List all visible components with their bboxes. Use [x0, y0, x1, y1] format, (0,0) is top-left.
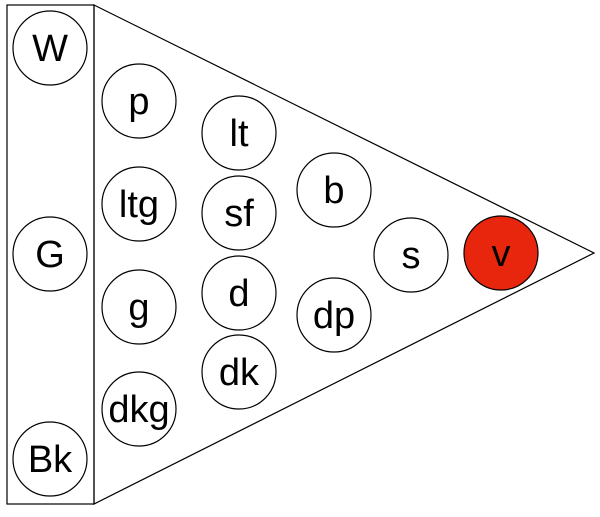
node-dp: dp — [296, 277, 372, 353]
node-label: g — [128, 287, 149, 329]
node-label: G — [35, 234, 65, 276]
node-circle — [373, 217, 449, 293]
node-circle — [101, 269, 177, 345]
nodes-layer: W G Bk p ltg g dkg lt sf d dk b dp s v — [12, 10, 539, 497]
node-circle — [201, 95, 277, 171]
node-b: b — [296, 152, 372, 228]
node-g: G — [12, 216, 88, 292]
node-circle — [12, 421, 88, 497]
node-label: d — [228, 273, 249, 315]
node-circle — [201, 334, 277, 410]
node-d: d — [201, 255, 277, 331]
node-label: Bk — [28, 439, 73, 481]
node-ltg: ltg — [101, 166, 177, 242]
node-circle — [101, 371, 177, 447]
node-label: sf — [224, 193, 254, 235]
node-label: v — [492, 233, 511, 275]
node-dk: dk — [201, 334, 277, 410]
node-circle — [296, 152, 372, 228]
node-bk: Bk — [12, 421, 88, 497]
node-label: W — [32, 28, 68, 70]
node-label: dkg — [108, 389, 169, 431]
node-v: v — [463, 215, 539, 291]
node-label: b — [323, 170, 344, 212]
node-sf: sf — [201, 175, 277, 251]
node-circle — [101, 166, 177, 242]
node-circle — [12, 10, 88, 86]
node-label: dp — [313, 295, 355, 337]
node-g: g — [101, 269, 177, 345]
node-circle — [463, 215, 539, 291]
node-label: s — [402, 235, 421, 277]
node-lt: lt — [201, 95, 277, 171]
tone-triangle — [93, 4, 596, 505]
node-dkg: dkg — [101, 371, 177, 447]
node-circle — [101, 63, 177, 139]
node-label: p — [128, 81, 149, 123]
node-w: W — [12, 10, 88, 86]
node-label: dk — [219, 352, 260, 394]
node-circle — [296, 277, 372, 353]
node-s: s — [373, 217, 449, 293]
node-label: ltg — [119, 184, 159, 226]
node-p: p — [101, 63, 177, 139]
node-circle — [201, 175, 277, 251]
node-circle — [201, 255, 277, 331]
node-circle — [12, 216, 88, 292]
node-label: lt — [230, 113, 249, 155]
